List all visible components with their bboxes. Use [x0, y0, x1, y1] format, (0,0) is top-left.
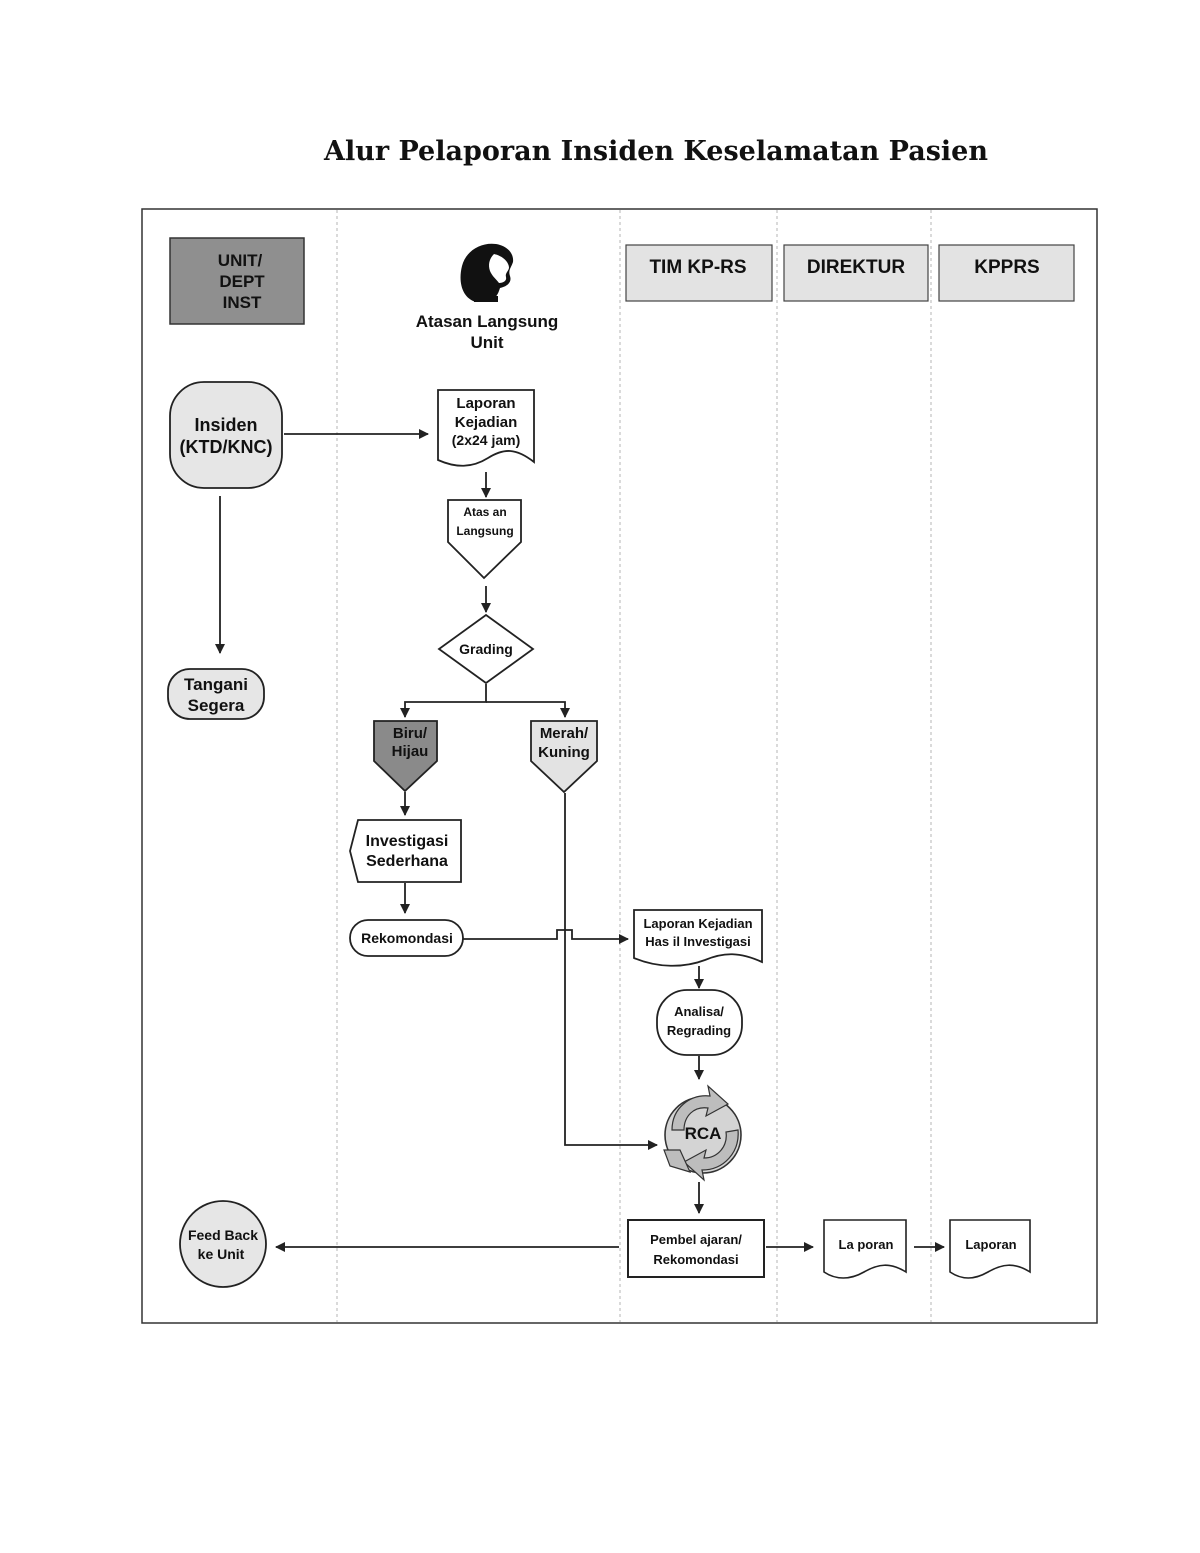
- node-analisa-line2: Regrading: [667, 1023, 731, 1038]
- node-laporan-line3: (2x24 jam): [452, 432, 520, 448]
- node-merah-line2: Kuning: [538, 744, 590, 761]
- node-rca-label: RCA: [685, 1124, 722, 1143]
- node-merah-kuning: Merah/ Kuning: [530, 720, 598, 794]
- node-grading-label: Grading: [459, 641, 513, 657]
- node-laporan-line2: Kejadian: [455, 414, 518, 431]
- node-atasan-langsung: Atas an Langsung: [447, 499, 522, 580]
- lane-header-atasan: Atasan Langsung Unit: [416, 243, 559, 352]
- node-pembelajaran-line2: Rekomondasi: [653, 1252, 738, 1267]
- node-feedback-line1: Feed Back: [188, 1227, 258, 1243]
- connectors: [215, 429, 945, 1252]
- lane-unit-line1: UNIT/: [218, 251, 263, 270]
- node-laporan-hasil: Laporan Kejadian Has il Investigasi: [633, 909, 763, 967]
- page-title: Alur Pelaporan Insiden Keselamatan Pasie…: [324, 136, 988, 167]
- node-analisa-line1: Analisa/: [674, 1004, 724, 1019]
- lane-separators: [336, 210, 932, 1322]
- node-laporan-direktur-label: La poran: [839, 1237, 894, 1252]
- node-investigasi-line1: Investigasi: [366, 833, 449, 850]
- node-insiden: Insiden (KTD/KNC): [169, 381, 283, 489]
- lane-unit-line2: DEPT: [219, 272, 265, 291]
- lane-direktur-label: DIREKTUR: [807, 257, 905, 278]
- lane-kpprs-label: KPPRS: [974, 257, 1039, 278]
- node-atasan-line2: Langsung: [456, 524, 513, 538]
- cycle-arrows-icon: [663, 1084, 739, 1182]
- node-biru-hijau: Biru/ Hijau: [373, 720, 438, 793]
- node-rekomendasi: Rekomondasi: [349, 919, 464, 957]
- node-analisa: Analisa/ Regrading: [656, 989, 743, 1056]
- node-laporan-kpprs-label: Laporan: [965, 1237, 1016, 1252]
- lane-header-kpprs: KPPRS: [938, 244, 1075, 302]
- node-insiden-line2: (KTD/KNC): [180, 437, 273, 457]
- node-biru-line1: Biru/: [393, 725, 428, 742]
- node-rca: RCA: [663, 1084, 742, 1182]
- node-merah-line1: Merah/: [540, 725, 589, 742]
- diagram-frame: [141, 208, 1098, 1324]
- node-laporan-kpprs: Laporan: [949, 1219, 1031, 1279]
- lane-header-direktur: DIREKTUR: [783, 244, 929, 302]
- node-atasan-line1: Atas an: [463, 505, 506, 519]
- node-tangani-segera: Tangani Segera: [167, 668, 265, 720]
- node-tangani-line1: Tangani: [184, 675, 248, 694]
- lane-unit-line3: INST: [223, 293, 262, 312]
- lane-header-unit: UNIT/ DEPT INST: [169, 237, 305, 325]
- node-feedback-line2: ke Unit: [198, 1246, 245, 1262]
- node-tangani-line2: Segera: [188, 696, 245, 715]
- lane-atasan-line1: Atasan Langsung: [416, 312, 559, 331]
- node-investigasi: Investigasi Sederhana: [349, 819, 462, 883]
- node-rekomendasi-label: Rekomondasi: [361, 930, 453, 946]
- node-laporan-hasil-line2: Has il Investigasi: [645, 934, 751, 949]
- node-pembelajaran-line1: Pembel ajaran/: [650, 1232, 742, 1247]
- lane-header-tim: TIM KP-RS: [625, 244, 773, 302]
- node-laporan-line1: Laporan: [456, 395, 515, 412]
- node-laporan-hasil-line1: Laporan Kejadian: [643, 916, 752, 931]
- node-investigasi-line2: Sederhana: [366, 853, 448, 870]
- node-feedback: Feed Back ke Unit: [179, 1200, 267, 1288]
- lane-tim-label: TIM KP-RS: [649, 257, 746, 278]
- person-icon: [460, 243, 514, 302]
- node-laporan-kejadian: Laporan Kejadian (2x24 jam): [437, 389, 535, 467]
- node-grading: Grading: [437, 613, 535, 685]
- node-biru-line2: Hijau: [392, 743, 429, 760]
- node-pembelajaran: Pembel ajaran/ Rekomondasi: [627, 1219, 765, 1278]
- node-insiden-line1: Insiden: [194, 415, 257, 435]
- node-laporan-direktur: La poran: [823, 1219, 907, 1279]
- lane-atasan-line2: Unit: [470, 333, 503, 352]
